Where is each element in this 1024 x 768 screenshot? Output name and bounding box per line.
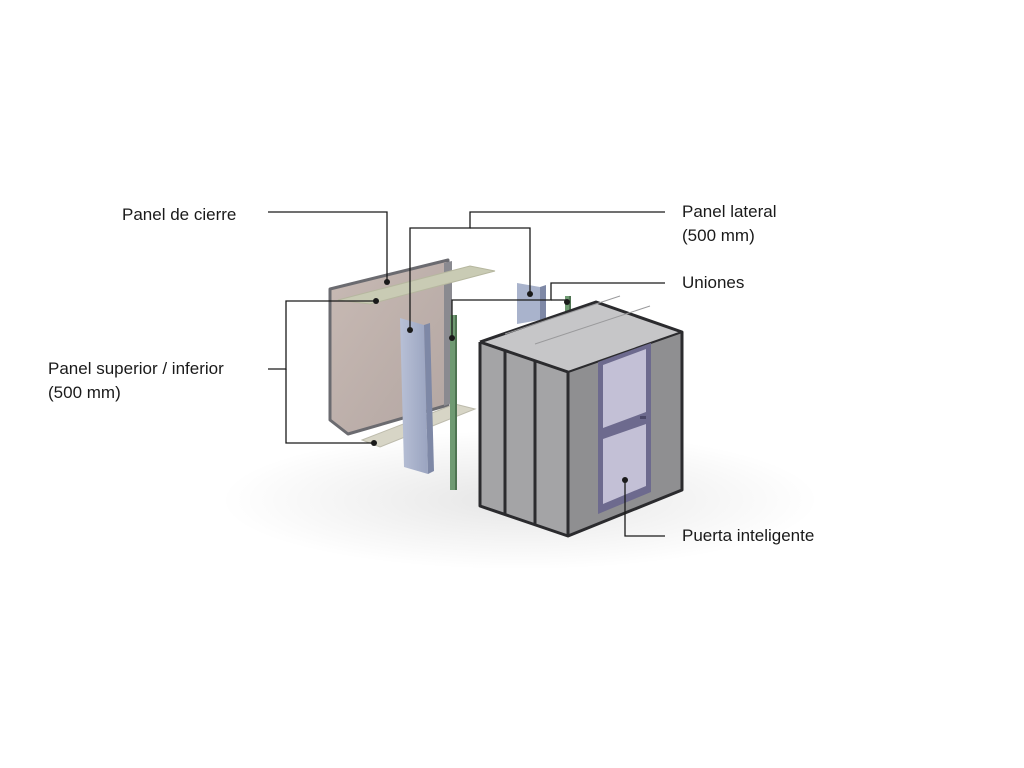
union-profile-left: [450, 315, 457, 490]
union-profile-right: [565, 296, 571, 316]
leader-panel-lateral-b: [470, 227, 531, 294]
leader-dots: [371, 279, 628, 483]
label-panel-cierre-text: Panel de cierre: [122, 205, 237, 224]
side-panel-right: [517, 283, 546, 324]
label-panel-superior-inferior: Panel superior / inferior (500 mm): [48, 357, 224, 405]
label-panel-superior-line1: Panel superior / inferior: [48, 359, 224, 378]
top-panel: [337, 265, 496, 305]
label-puerta-text: Puerta inteligente: [682, 526, 815, 545]
leader-puerta: [624, 480, 665, 537]
leader-panel-inferior: [285, 369, 374, 444]
label-panel-cierre: Panel de cierre: [122, 203, 236, 227]
label-puerta-inteligente: Puerta inteligente: [682, 524, 814, 548]
label-uniones: Uniones: [682, 271, 744, 295]
smart-door: [598, 343, 651, 514]
leader-lines: [268, 211, 665, 537]
label-panel-superior-line2: (500 mm): [48, 383, 121, 402]
label-panel-lateral-line2: (500 mm): [682, 226, 755, 245]
label-panel-lateral: Panel lateral (500 mm): [682, 200, 777, 248]
side-panel-left: [400, 318, 434, 474]
label-uniones-text: Uniones: [682, 273, 745, 292]
leader-panel-superior: [268, 300, 376, 370]
cabin: [478, 295, 684, 538]
label-panel-lateral-line1: Panel lateral: [682, 202, 777, 221]
leader-panel-cierre: [268, 211, 388, 282]
